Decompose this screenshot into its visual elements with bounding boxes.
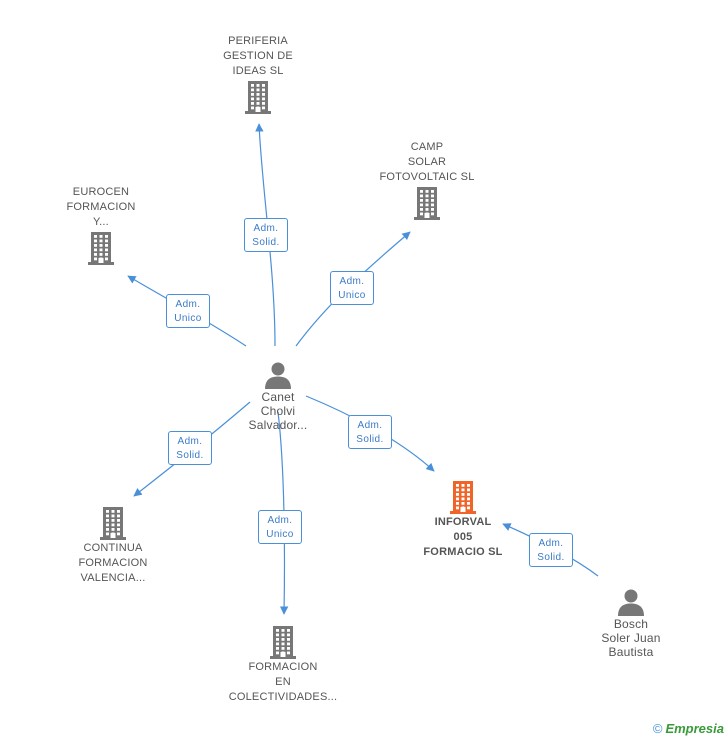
node-label: EUROCEN FORMACION Y... <box>66 186 136 228</box>
building-icon <box>100 507 126 540</box>
node-periferia[interactable]: PERIFERIA GESTION DE IDEAS SL <box>193 34 323 115</box>
node-canet[interactable]: Canet Cholvi Salvador... <box>213 360 343 432</box>
edge-label-canet-periferia[interactable]: Adm. Solid. <box>244 218 288 252</box>
node-label: FORMACION EN COLECTIVIDADES... <box>228 661 338 703</box>
node-label: CAMP SOLAR FOTOVOLTAIC SL <box>379 141 475 183</box>
node-label: PERIFERIA GESTION DE IDEAS SL <box>223 35 293 77</box>
node-label: CONTINUA FORMACION VALENCIA... <box>78 542 148 584</box>
brand-logo[interactable]: Empresia <box>665 721 724 736</box>
building-icon <box>245 81 271 114</box>
building-icon <box>450 481 476 514</box>
building-icon <box>414 187 440 220</box>
edge-label-canet-eurocen[interactable]: Adm. Unico <box>166 294 210 328</box>
node-label: Canet Cholvi Salvador... <box>248 390 308 432</box>
edge-label-canet-inforval[interactable]: Adm. Solid. <box>348 415 392 449</box>
building-icon <box>270 626 296 659</box>
node-formacion[interactable]: FORMACION EN COLECTIVIDADES... <box>218 624 348 705</box>
node-eurocen[interactable]: EUROCEN FORMACION Y... <box>36 185 166 266</box>
copyright-symbol: © <box>652 721 663 736</box>
node-bosch[interactable]: Bosch Soler Juan Bautista <box>566 587 696 659</box>
building-icon <box>88 232 114 265</box>
node-label: Bosch Soler Juan Bautista <box>601 617 661 659</box>
person-icon <box>618 589 644 616</box>
footer: ©Empresia <box>653 721 724 736</box>
edge-label-canet-continua[interactable]: Adm. Solid. <box>168 431 212 465</box>
person-icon <box>265 362 291 389</box>
node-continua[interactable]: CONTINUA FORMACION VALENCIA... <box>48 505 178 586</box>
edge-label-canet-camp[interactable]: Adm. Unico <box>330 271 374 305</box>
edge-label-bosch-inforval[interactable]: Adm. Solid. <box>529 533 573 567</box>
node-label: INFORVAL 005 FORMACIO SL <box>423 516 503 558</box>
node-inforval[interactable]: INFORVAL 005 FORMACIO SL <box>398 479 528 560</box>
node-camp[interactable]: CAMP SOLAR FOTOVOLTAIC SL <box>362 140 492 221</box>
edge-label-canet-formacion[interactable]: Adm. Unico <box>258 510 302 544</box>
